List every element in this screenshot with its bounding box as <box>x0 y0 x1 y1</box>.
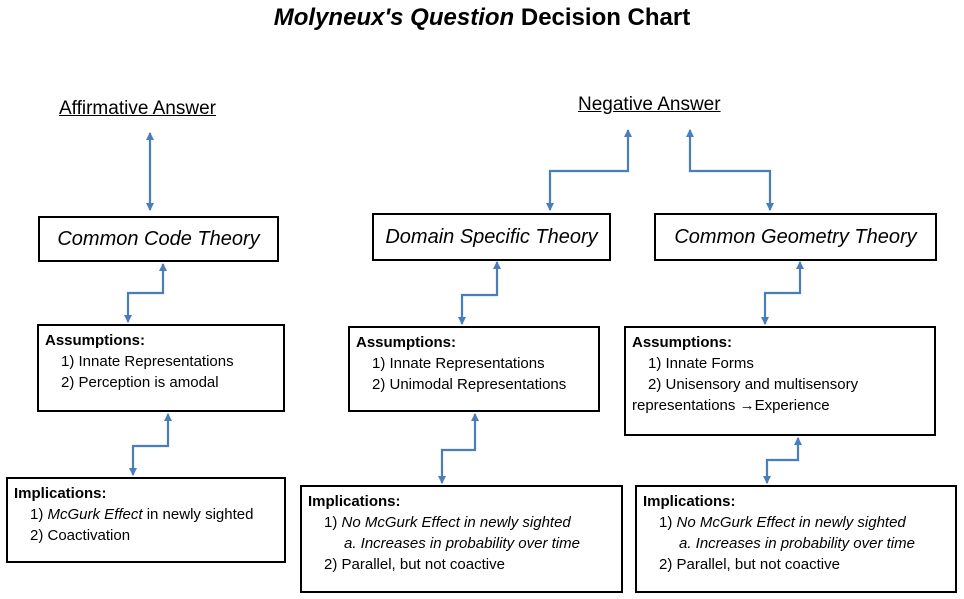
connector-negative-domain-specific <box>546 129 632 211</box>
implication-subitem: a. Increases in probability over time <box>344 535 580 552</box>
domain-specific-theory-label: Domain Specific Theory <box>385 225 598 248</box>
implication-italic: McGurk Effect <box>47 506 143 523</box>
assumptions-header: Assumptions: <box>45 332 146 349</box>
implication-item: 1) No McGurk Effect in newly sighted <box>643 512 949 533</box>
connector-common-code-assumptions <box>124 263 167 323</box>
common-geometry-implications-box: Implications: 1) No McGurk Effect in new… <box>635 485 957 593</box>
assumption-item: 2) Unimodal Representations <box>372 376 567 393</box>
connector-common-code-implications <box>129 413 172 476</box>
common-geometry-assumptions-box: Assumptions: 1) Innate Forms 2) Unisenso… <box>624 326 936 436</box>
common-code-implications-box: Implications: 1) McGurk Effect in newly … <box>6 477 286 563</box>
domain-specific-implications-box: Implications: 1) No McGurk Effect in new… <box>300 485 623 593</box>
implication-italic: No McGurk Effect in newly sighted <box>676 514 906 531</box>
implications-header: Implications: <box>14 485 107 502</box>
assumption-item: 1) Innate Representations <box>372 355 545 372</box>
connector-domain-specific-implications <box>438 413 479 484</box>
negative-answer: Negative Answer <box>578 94 721 115</box>
implications-header: Implications: <box>308 493 401 510</box>
common-geometry-theory-box: Common Geometry Theory <box>654 213 937 261</box>
implication-subitem: a. Increases in probability over time <box>679 535 915 552</box>
chart-title: Molyneux's Question Decision Chart <box>0 4 964 32</box>
domain-specific-assumptions-box: Assumptions: 1) Innate Representations 2… <box>348 326 600 412</box>
connector-domain-specific-assumptions <box>458 261 501 325</box>
implication-item: 1) McGurk Effect in newly sighted <box>14 504 278 525</box>
common-code-assumptions-box: Assumptions: 1) Innate Representations 2… <box>37 324 285 412</box>
title-italic: Molyneux's Question <box>273 4 515 31</box>
implication-item: 2) Parallel, but not coactive <box>659 556 840 573</box>
assumption-item-continuation: representations →Experience <box>632 397 830 414</box>
assumptions-header: Assumptions: <box>632 334 733 351</box>
affirmative-answer: Affirmative Answer <box>59 98 216 119</box>
title-rest: Decision Chart <box>514 4 691 31</box>
assumption-item: 2) Perception is amodal <box>61 374 219 391</box>
domain-specific-theory-box: Domain Specific Theory <box>372 213 611 261</box>
connector-common-geometry-assumptions <box>761 261 804 325</box>
implication-prefix: 1) <box>30 506 48 523</box>
implication-italic: No McGurk Effect in newly sighted <box>341 514 571 531</box>
common-code-theory-label: Common Code Theory <box>57 227 260 250</box>
implication-item: 2) Coactivation <box>30 527 131 544</box>
assumption-item: 1) Innate Forms <box>648 355 754 372</box>
implication-prefix: 1) <box>659 514 677 531</box>
implication-item: 1) No McGurk Effect in newly sighted <box>308 512 615 533</box>
common-code-theory-box: Common Code Theory <box>38 216 279 262</box>
connector-common-geometry-implications <box>763 437 802 484</box>
implication-prefix: 1) <box>324 514 342 531</box>
implication-rest: in newly sighted <box>142 506 254 523</box>
assumptions-header: Assumptions: <box>356 334 457 351</box>
implications-header: Implications: <box>643 493 736 510</box>
assumption-item: 1) Innate Representations <box>61 353 234 370</box>
connector-negative-common-geometry <box>686 129 774 211</box>
common-geometry-theory-label: Common Geometry Theory <box>674 225 917 248</box>
assumption-item: 2) Unisensory and multisensory <box>648 376 859 393</box>
implication-item: 2) Parallel, but not coactive <box>324 556 505 573</box>
